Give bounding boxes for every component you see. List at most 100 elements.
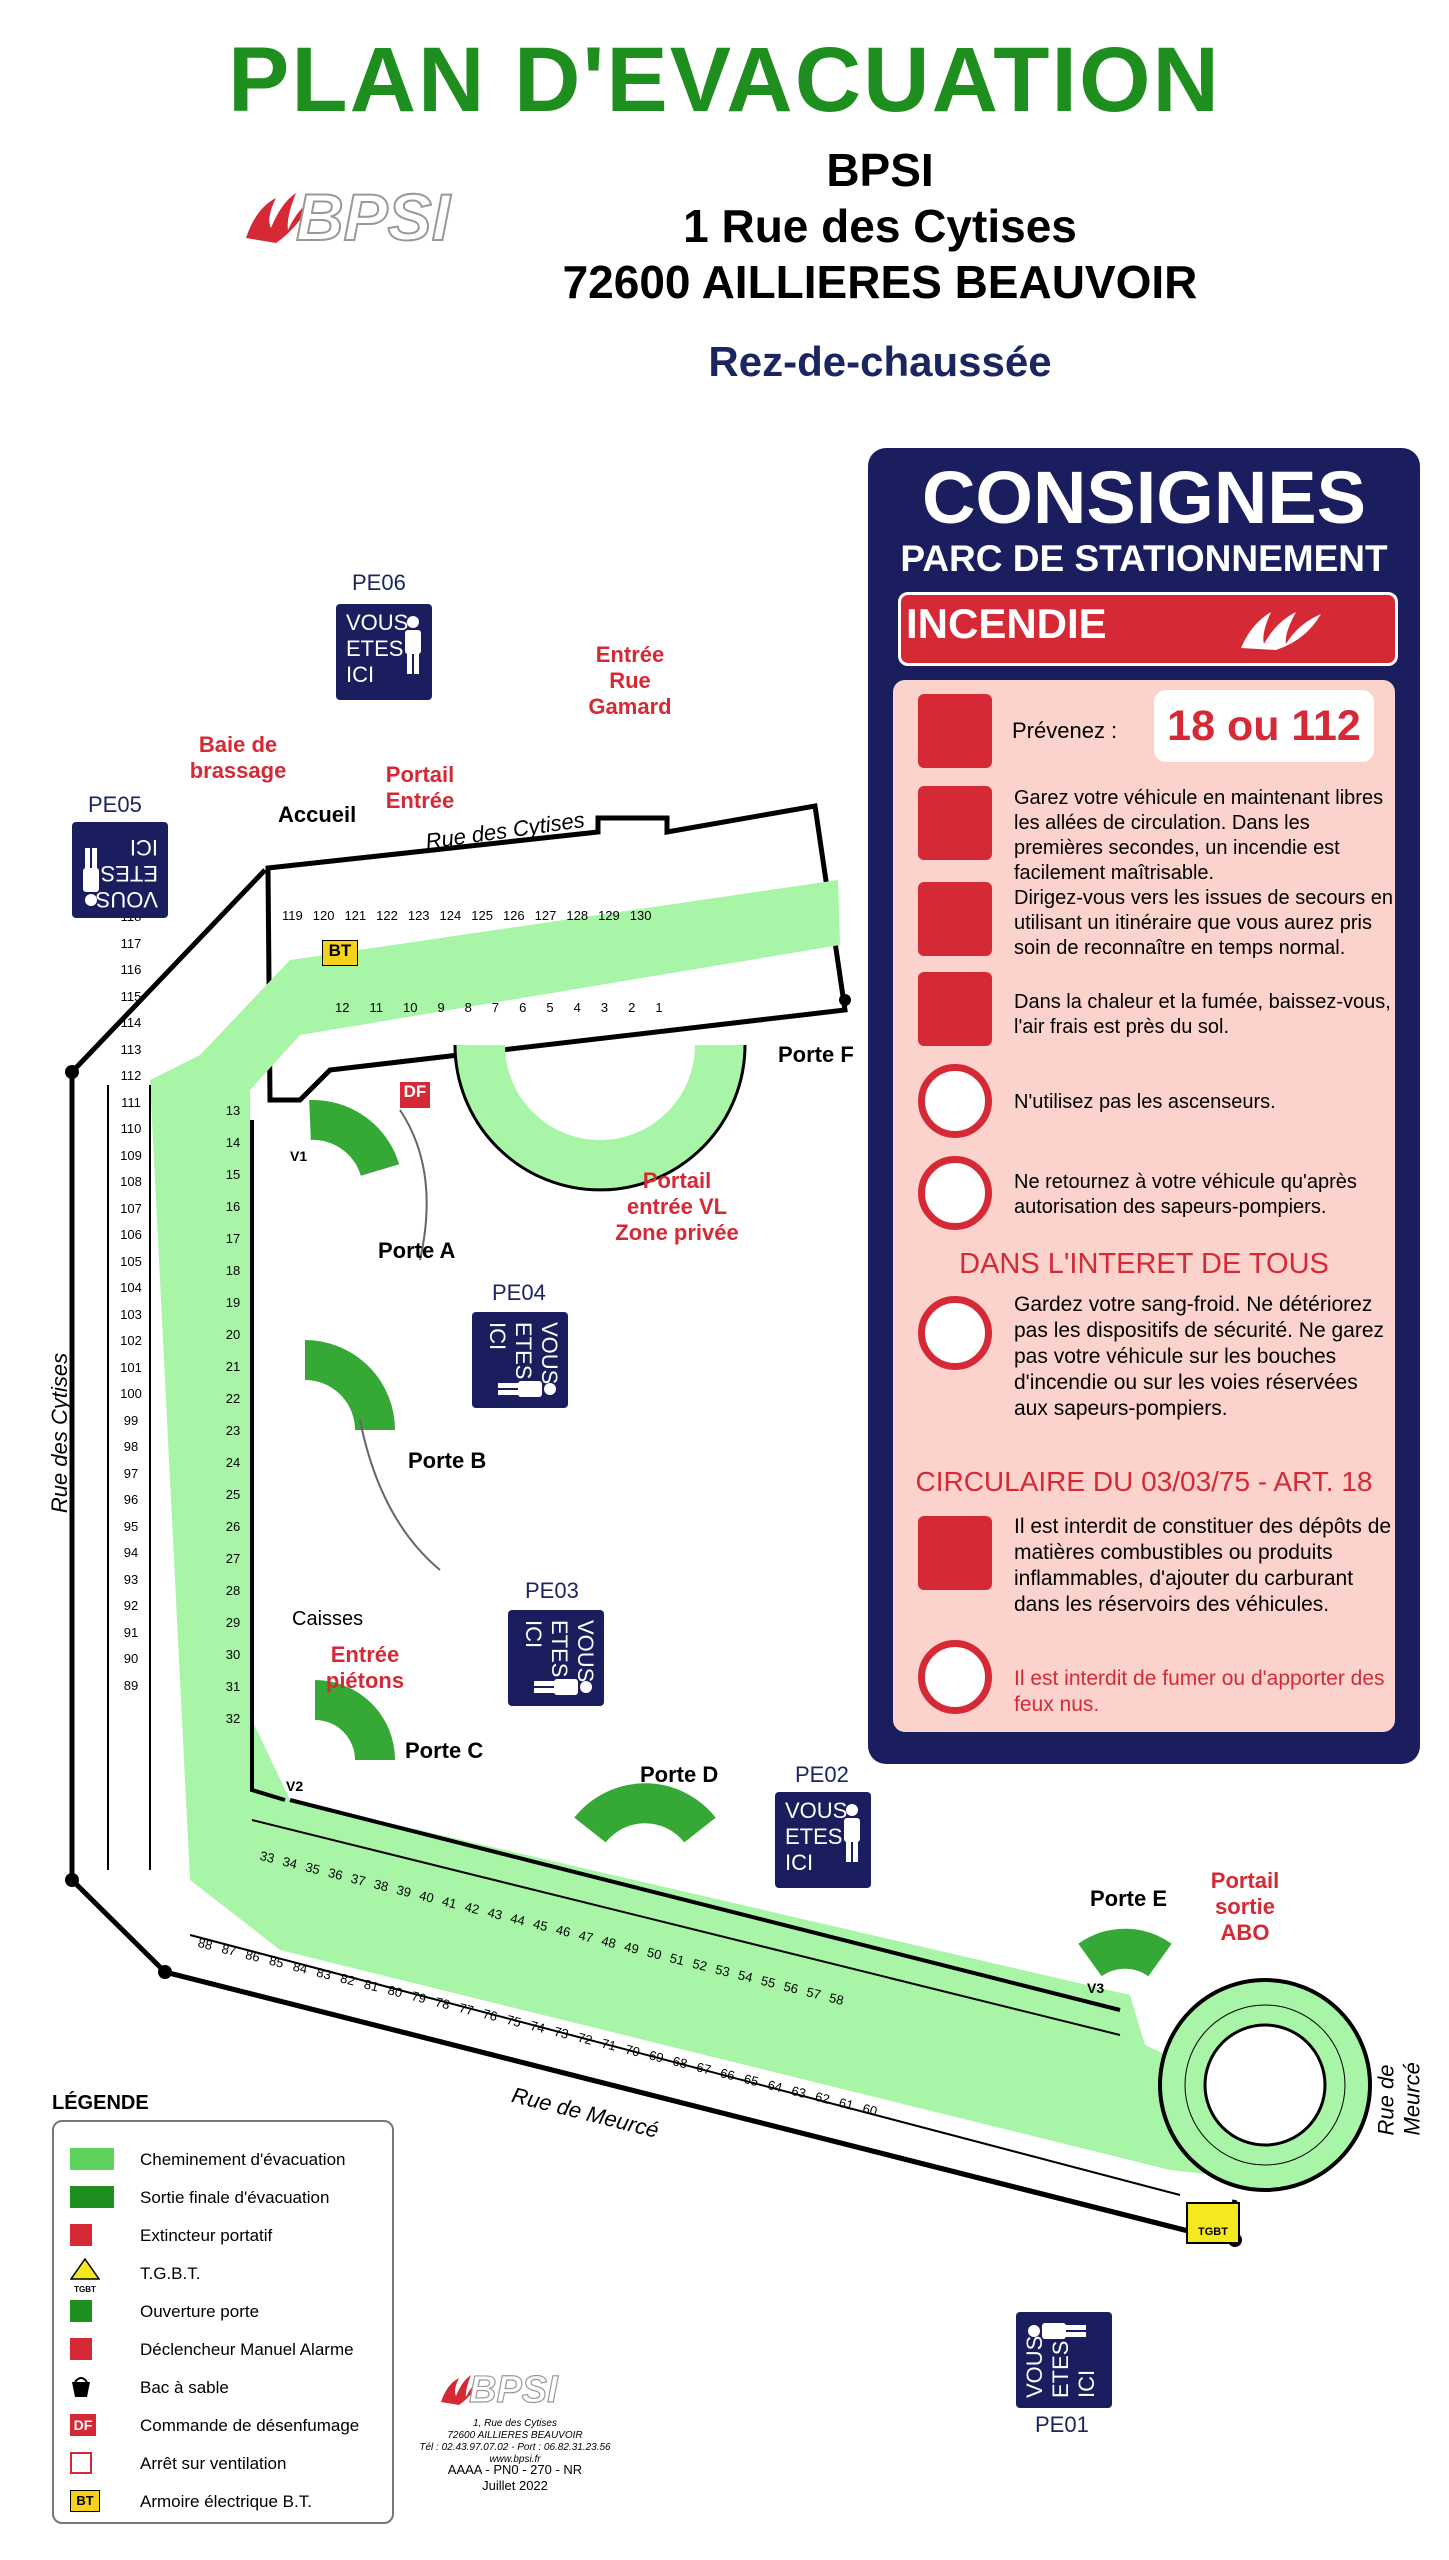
space-label: 82 <box>338 1970 357 1989</box>
space-label: 31 <box>225 1679 241 1694</box>
legend-item: Commande de désenfumage <box>140 2416 360 2435</box>
space-label: 50 <box>645 1944 664 1963</box>
label-entree-rue-gamard: Entrée Rue Gamard <box>588 642 672 719</box>
circulaire-text: Il est interdit de constituer des dépôts… <box>1014 1515 1392 1616</box>
space-label: 18 <box>225 1263 241 1278</box>
space-label: 74 <box>528 2017 547 2036</box>
no-smoking-icon <box>918 1640 992 1714</box>
tgbt-icon: TGBT <box>69 2257 101 2294</box>
legend-item: Ouverture porte <box>140 2302 260 2321</box>
legend-item: Armoire électrique B.T. <box>140 2492 312 2511</box>
space-label: 40 <box>417 1887 436 1906</box>
space-label: 25 <box>225 1487 241 1502</box>
label-entree-pietons: Entrée piétons <box>325 1642 405 1693</box>
space-label: 58 <box>827 1989 846 2008</box>
space-label: 32 <box>225 1711 241 1726</box>
space-label: 53 <box>713 1961 732 1980</box>
legend-item: Arrêt sur ventilation <box>140 2454 287 2473</box>
smoke-icon <box>918 972 992 1046</box>
pe03-code: PE03 <box>525 1578 579 1603</box>
you-are-here-text: VOUS ETES ICI <box>1022 2335 1099 2398</box>
space-label: 66 <box>718 2065 737 2084</box>
space-label: 15 <box>225 1167 241 1182</box>
space-label: 88 <box>196 1935 215 1954</box>
you-are-here-pe05: VOUS ETES ICI <box>72 822 168 918</box>
space-label: 57 <box>804 1984 823 2003</box>
space-label: 80 <box>386 1982 404 2001</box>
you-are-here-pe02: VOUS ETES ICI <box>775 1792 871 1888</box>
space-label: 79 <box>410 1988 428 2007</box>
incendie-label: INCENDIE <box>906 600 1107 647</box>
label-porte-a: Porte A <box>378 1238 456 1263</box>
door-opening-icon <box>70 2300 92 2322</box>
space-label: 3 <box>600 1000 609 1015</box>
final-exit-icon <box>70 2186 114 2208</box>
evacuation-path-icon <box>70 2148 114 2170</box>
you-are-here-text: VOUS ETES ICI <box>346 610 409 687</box>
space-label: 22 <box>225 1391 241 1406</box>
space-label: 102 <box>120 1333 142 1348</box>
space-label: 35 <box>303 1859 322 1878</box>
space-label: 87 <box>220 1940 238 1959</box>
pe06-code: PE06 <box>352 570 406 595</box>
space-label: 30 <box>225 1647 241 1662</box>
space-label: 36 <box>326 1865 345 1884</box>
df-tag: DF <box>400 1082 430 1108</box>
bt-tag: BT <box>322 940 358 966</box>
space-label: 5 <box>546 1000 554 1015</box>
legend-item: Cheminement d'évacuation <box>140 2150 346 2169</box>
space-label: 101 <box>120 1359 142 1375</box>
space-label: 95 <box>123 1518 139 1534</box>
space-label: 52 <box>691 1955 709 1974</box>
space-label: 67 <box>694 2059 713 2078</box>
space-label: 75 <box>505 2011 523 2031</box>
space-label: 91 <box>123 1624 139 1640</box>
space-label: 125 <box>471 908 493 923</box>
space-label: 23 <box>225 1423 241 1438</box>
space-label: 93 <box>123 1571 139 1587</box>
page-title: PLAN D'EVACUATION <box>228 29 1221 131</box>
space-label: 44 <box>508 1910 527 1929</box>
space-label: 29 <box>225 1615 241 1630</box>
space-label: 98 <box>123 1439 139 1454</box>
company-name: BPSI <box>826 144 934 196</box>
person-icon <box>1028 2323 1086 2339</box>
space-label: 112 <box>120 1068 142 1083</box>
you-are-here-text: VOUS ETES ICI <box>521 1620 598 1683</box>
space-label: 127 <box>534 908 557 923</box>
no-parking-hydrant-icon <box>918 1296 992 1370</box>
space-label: 81 <box>362 1976 381 1995</box>
legend-box <box>52 2120 394 2524</box>
space-label: 100 <box>120 1386 142 1401</box>
space-label: 64 <box>766 2077 784 2096</box>
person-icon <box>534 1679 592 1695</box>
space-label: 78 <box>433 1994 452 2013</box>
logo-text: BPSI <box>296 180 452 254</box>
sand-bucket-icon <box>70 2376 92 2398</box>
ventilation-stop-icon <box>70 2452 92 2474</box>
no-return-icon <box>918 1156 992 1230</box>
you-are-here-text: VOUS ETES ICI <box>485 1322 562 1385</box>
space-label: 51 <box>668 1950 686 1969</box>
space-label: 8 <box>464 1000 472 1015</box>
space-label: 9 <box>437 1000 445 1015</box>
spaces-top-inner: 12 11 10 9 8 7 6 5 4 3 2 1 <box>335 1000 835 1015</box>
spaces-left-outer: 118 117 116 115 114 113 112 111 110 109 … <box>116 904 146 1699</box>
space-label: 34 <box>281 1853 299 1872</box>
you-are-here-pe04: VOUS ETES ICI <box>472 1312 568 1408</box>
street-label-right: Rue de Meurcé <box>1373 2062 1425 2136</box>
jerrycan-icon <box>918 1516 992 1590</box>
space-label: 86 <box>243 1946 262 1965</box>
space-label: 14 <box>225 1135 241 1150</box>
space-label: 108 <box>120 1174 142 1189</box>
label-porte-f: Porte F <box>778 1042 854 1067</box>
legend-title: LÉGENDE <box>52 2092 149 2114</box>
v2-tag: V2 <box>286 1778 304 1794</box>
space-label: 69 <box>647 2047 666 2066</box>
label-accueil: Accueil <box>278 802 357 827</box>
no-elevator-icon <box>918 1064 992 1138</box>
extinguisher-icon <box>70 2224 92 2246</box>
space-label: 12 <box>335 1000 350 1015</box>
label-portail-entree-vl: Portail entrée VL Zone privée <box>615 1168 739 1245</box>
